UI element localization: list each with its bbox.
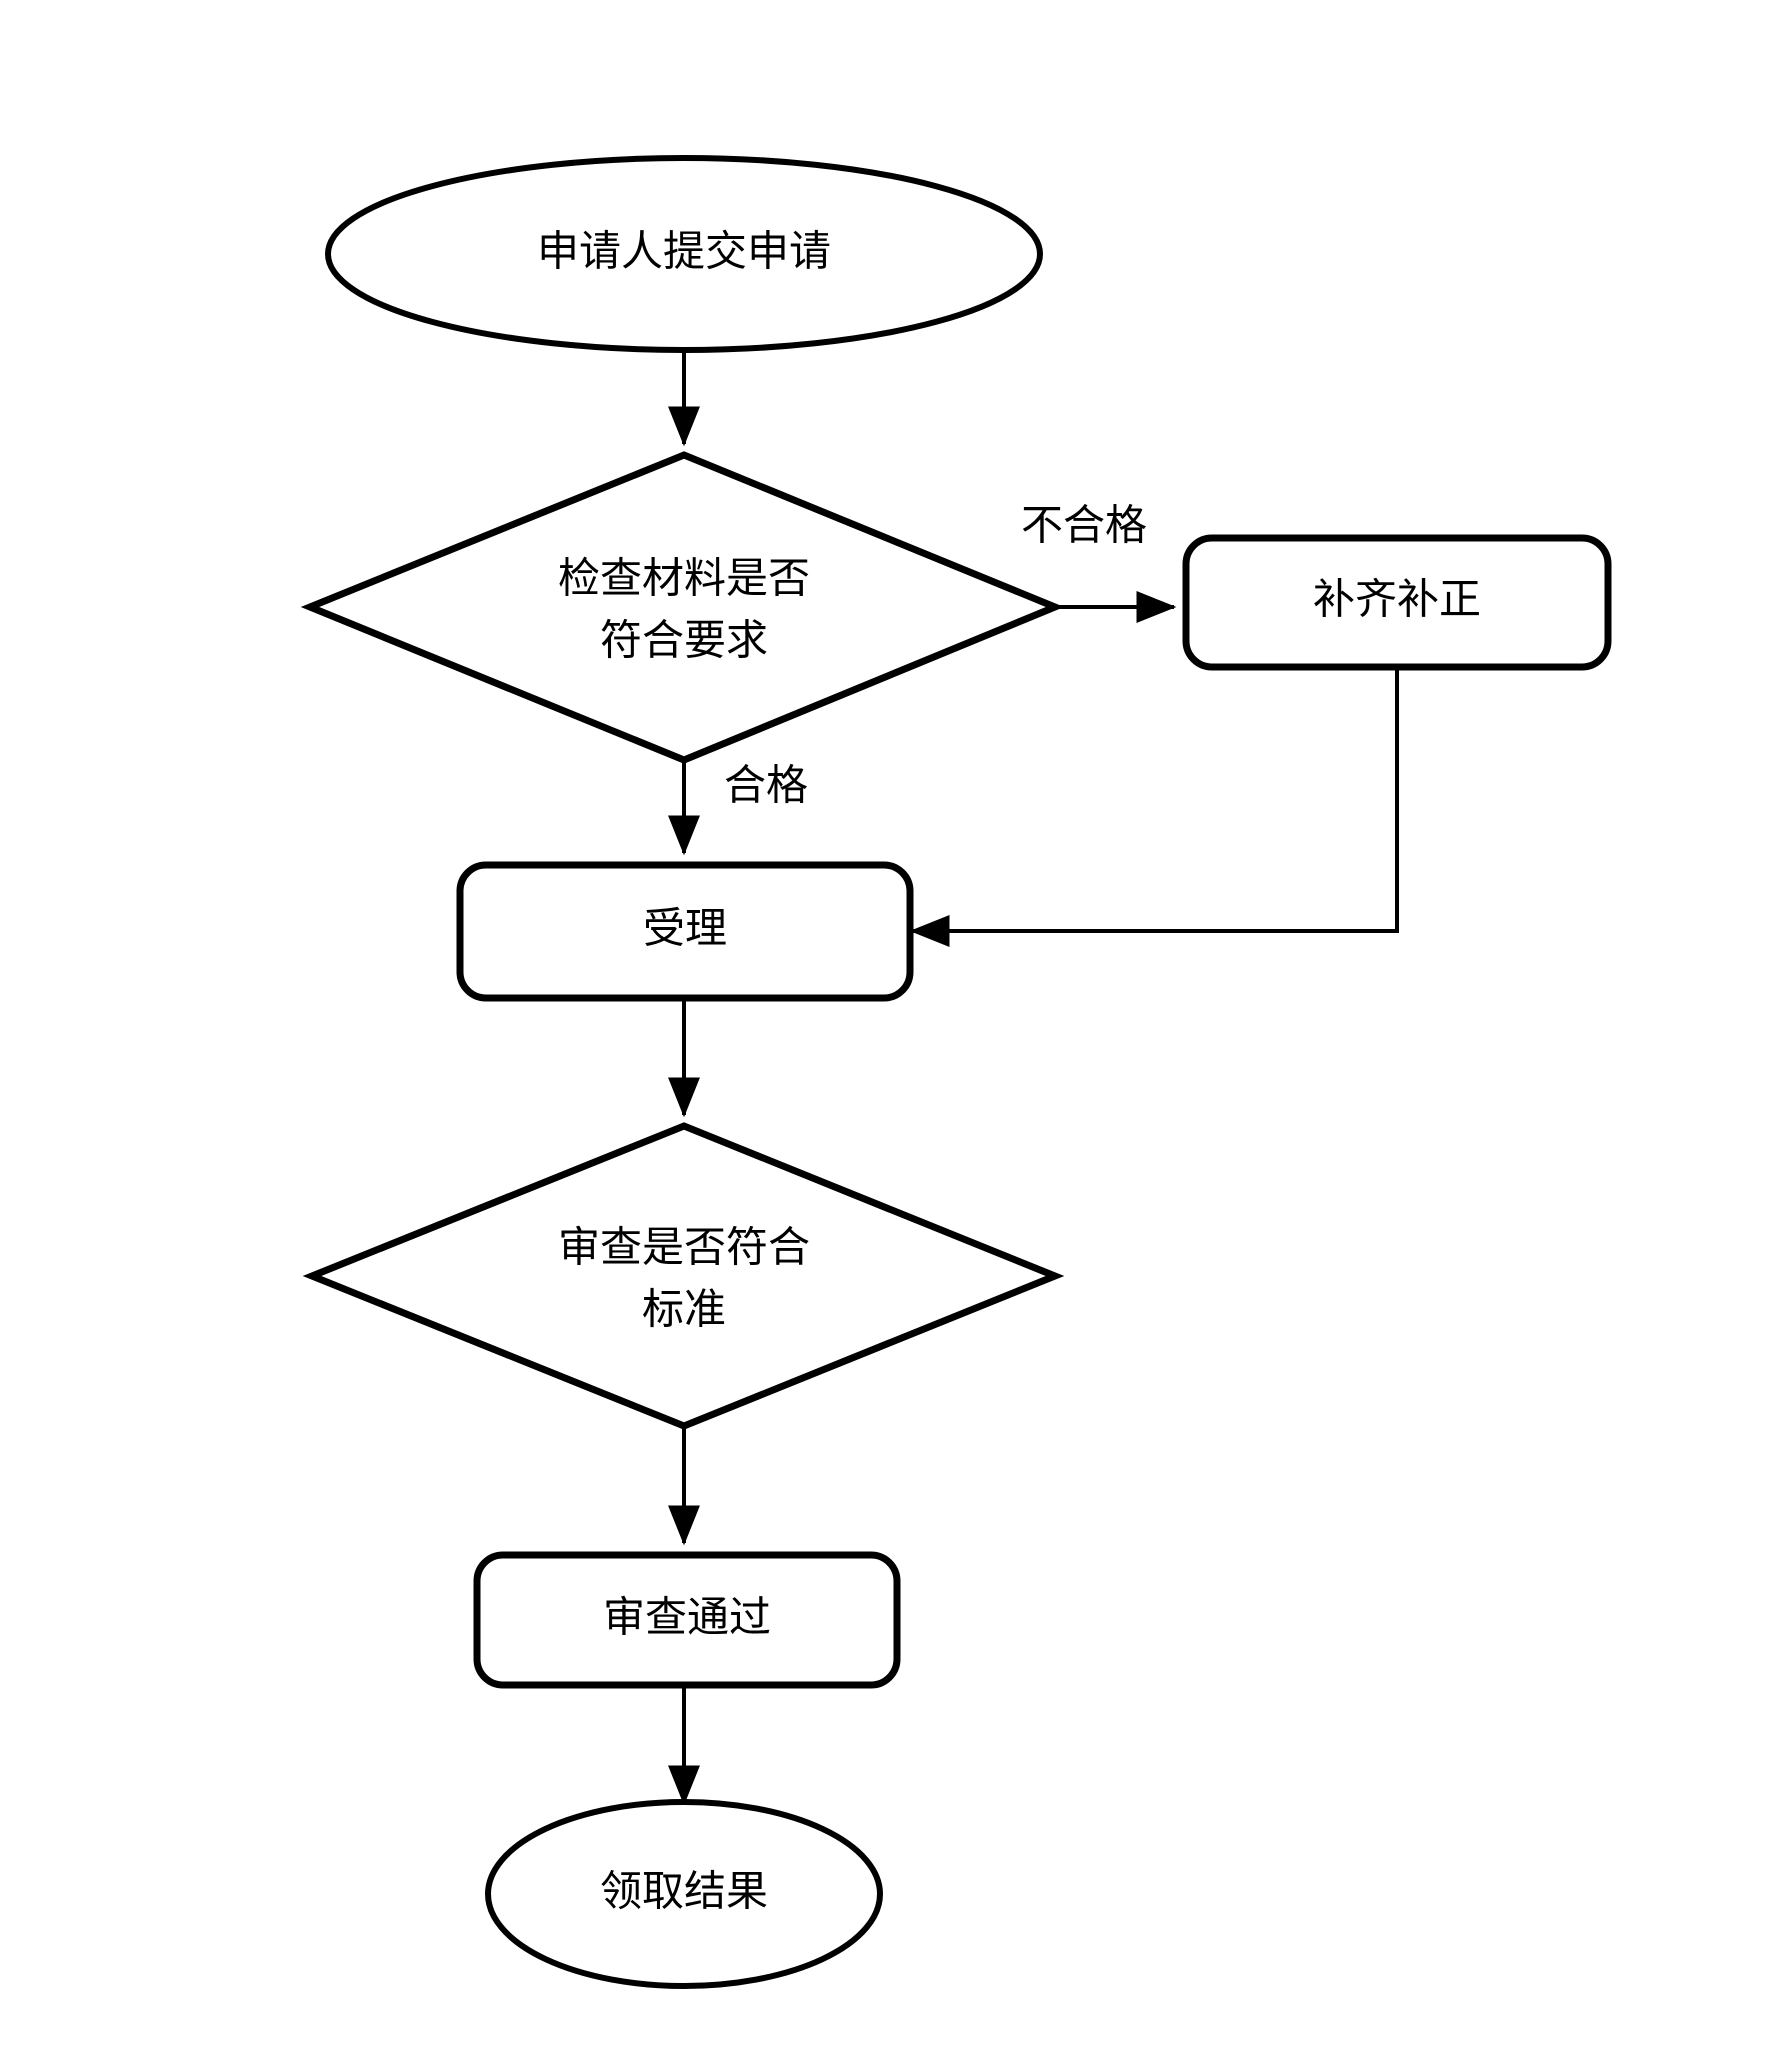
node-supplement[interactable]: 补齐补正 [1182, 534, 1612, 671]
start-ellipse-shape [325, 155, 1043, 353]
review-standard-diamond-shape [302, 1122, 1065, 1430]
review-standard-label-line2: 标准 [642, 1288, 726, 1334]
edge-label-qualified: 合格 [724, 764, 808, 810]
edge-label-unqualified: 不合格 [1021, 504, 1147, 550]
accept-label: 受理 [643, 907, 727, 953]
check-materials-label-line1: 检查材料是否 [558, 556, 810, 603]
start-label: 申请人提交申请 [537, 229, 831, 276]
check-materials-diamond-shape [300, 451, 1065, 764]
check-materials-label-line2: 符合要求 [600, 619, 768, 665]
supplement-label: 补齐补正 [1313, 578, 1481, 624]
connector-layer [668, 350, 1399, 1806]
node-collect-result[interactable]: 领取结果 [485, 1799, 883, 1989]
node-accept[interactable]: 受理 [456, 861, 914, 1002]
review-passed-box-shape [473, 1551, 901, 1689]
review-passed-label: 审查通过 [603, 1595, 771, 1642]
node-start[interactable]: 申请人提交申请 [325, 155, 1043, 353]
node-review-passed[interactable]: 审查通过 [473, 1551, 901, 1689]
collect-result-label: 领取结果 [600, 1870, 768, 1916]
edge-supplement-to-accept [909, 667, 1399, 947]
supplement-box-shape [1182, 534, 1612, 671]
collect-result-ellipse-shape [485, 1799, 883, 1989]
review-standard-label-line1: 审查是否符合 [558, 1225, 810, 1272]
node-check-materials[interactable]: 检查材料是否 符合要求 [300, 451, 1065, 764]
accept-box-shape [456, 861, 914, 1002]
node-review-standard[interactable]: 审查是否符合 标准 [302, 1122, 1065, 1430]
